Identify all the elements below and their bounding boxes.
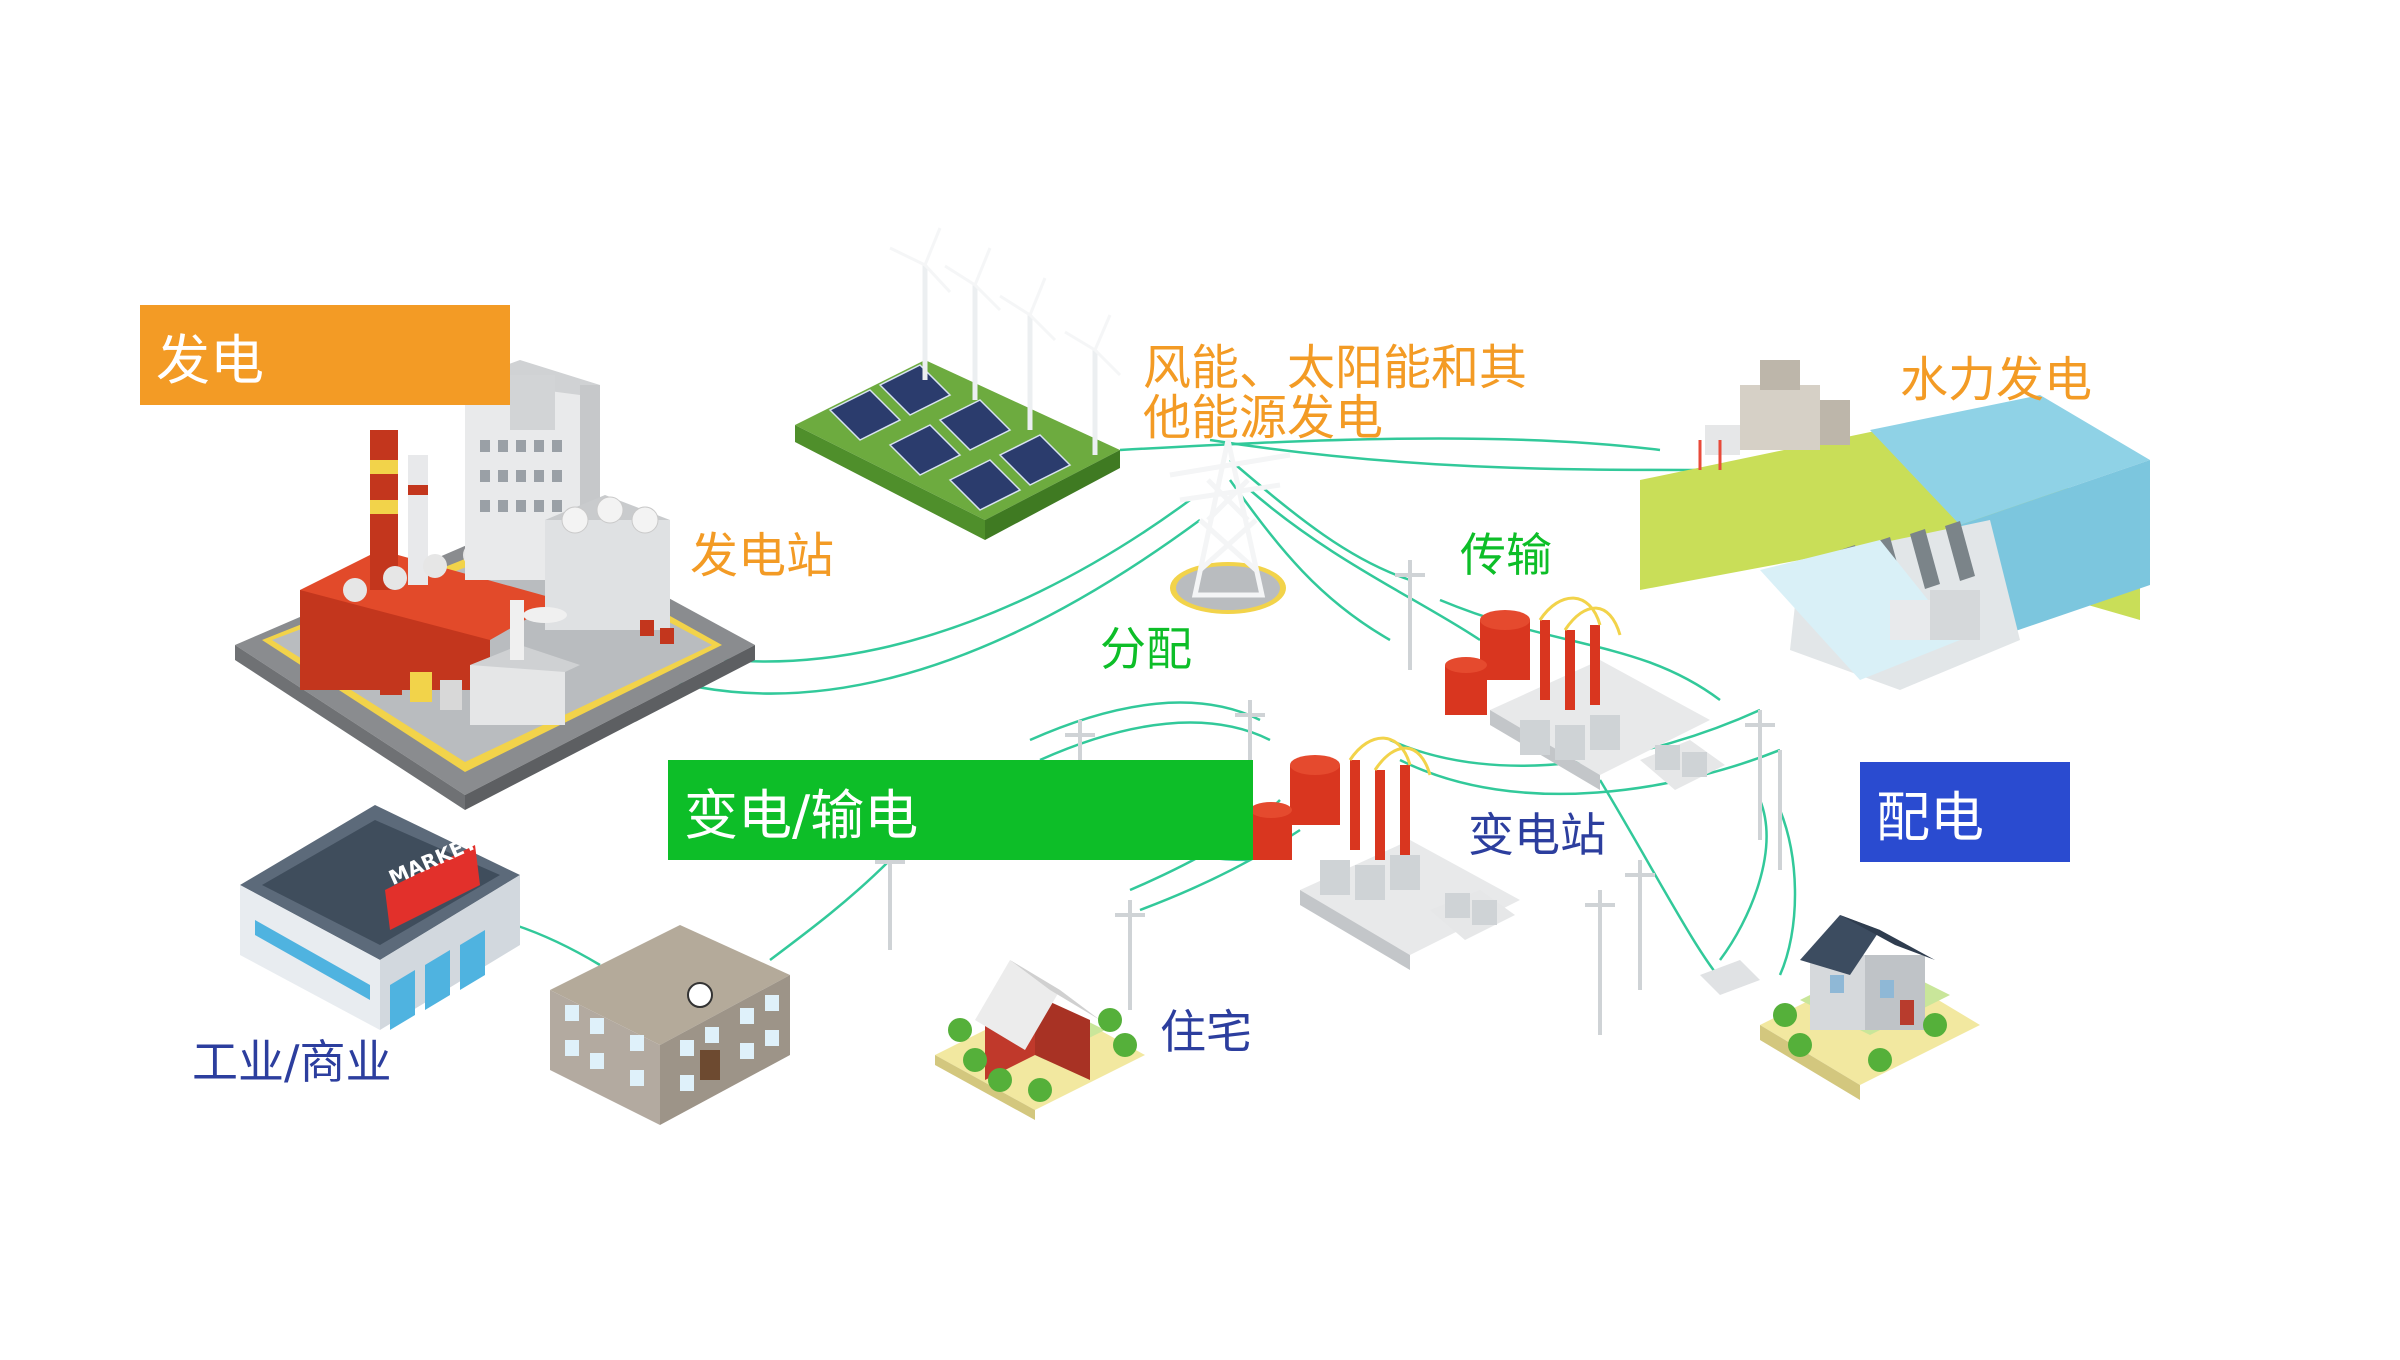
power-plant-illustration [235, 360, 755, 810]
transmission-tower [1169, 439, 1291, 614]
distribution-header: 配电 [1860, 762, 2070, 862]
renewables-illustration [795, 227, 1122, 540]
distribution-label: 分配 [1100, 622, 1192, 676]
transmission-label: 传输 [1460, 528, 1552, 582]
hydro-dam-illustration [1640, 360, 2150, 690]
substation-label: 变电站 [1468, 808, 1606, 862]
renewables-label-line1: 风能、太阳能和其 [1143, 340, 1528, 396]
hydro-label: 水力发电 [1900, 352, 2093, 408]
house-gray-illustration [1700, 915, 1980, 1100]
office-building-illustration [550, 925, 790, 1125]
substation-lower [1250, 736, 1520, 970]
generation-header: 发电 [140, 305, 510, 405]
renewables-label-line2: 他能源发电 [1143, 390, 1384, 446]
transmission-header: 变电/输电 [668, 760, 1253, 860]
substation-upper [1445, 596, 1725, 790]
market-illustration [240, 805, 520, 1030]
house-red-illustration [935, 960, 1145, 1120]
industrial-commercial-label: 工业/商业 [192, 1035, 392, 1089]
power-plant-label: 发电站 [690, 528, 835, 584]
residential-label: 住宅 [1160, 1005, 1252, 1059]
